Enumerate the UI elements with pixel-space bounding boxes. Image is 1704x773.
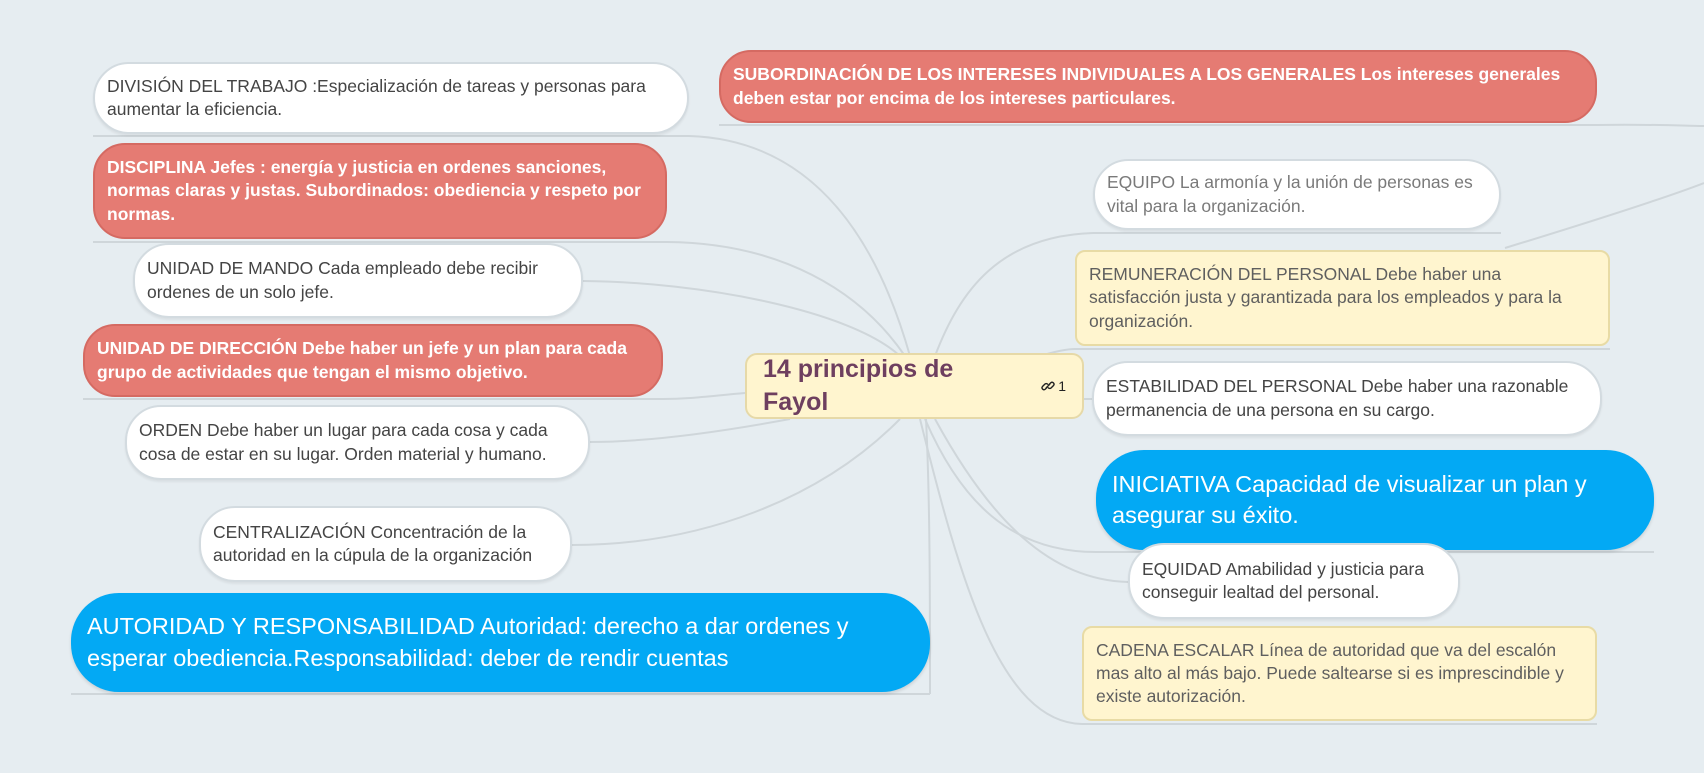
topic-unidad-de-direccion[interactable]: UNIDAD DE DIRECCIÓN Debe haber un jefe y…: [83, 324, 663, 397]
link-count: 1: [1058, 377, 1066, 394]
topic-text: EQUIPO La armonía y la unión de personas…: [1107, 172, 1473, 216]
topic-division-del-trabajo[interactable]: DIVISIÓN DEL TRABAJO :Especialización de…: [93, 62, 689, 134]
topic-iniciativa[interactable]: INICIATIVA Capacidad de visualizar un pl…: [1096, 450, 1654, 550]
topic-unidad-de-mando[interactable]: UNIDAD DE MANDO Cada empleado debe recib…: [133, 243, 583, 318]
topic-remuneracion-del-personal[interactable]: REMUNERACIÓN DEL PERSONAL Debe haber una…: [1075, 250, 1610, 346]
topic-text: SUBORDINACIÓN DE LOS INTERESES INDIVIDUA…: [733, 64, 1561, 108]
topic-subordinacion[interactable]: SUBORDINACIÓN DE LOS INTERESES INDIVIDUA…: [719, 50, 1597, 123]
topic-text: AUTORIDAD Y RESPONSABILIDAD Autoridad: d…: [87, 613, 849, 671]
topic-text: DIVISIÓN DEL TRABAJO :Especialización de…: [107, 75, 646, 119]
topic-disciplina[interactable]: DISCIPLINA Jefes : energía y justicia en…: [93, 143, 667, 239]
topic-text: UNIDAD DE DIRECCIÓN Debe haber un jefe y…: [97, 338, 627, 382]
topic-text: UNIDAD DE MANDO Cada empleado debe recib…: [147, 258, 538, 302]
topic-orden[interactable]: ORDEN Debe haber un lugar para cada cosa…: [125, 405, 590, 480]
topic-equidad[interactable]: EQUIDAD Amabilidad y justicia para conse…: [1128, 543, 1460, 619]
topic-text: REMUNERACIÓN DEL PERSONAL Debe haber una…: [1089, 264, 1562, 331]
topic-text: DISCIPLINA Jefes : energía y justicia en…: [107, 157, 641, 224]
topic-text: CADENA ESCALAR Línea de autoridad que va…: [1096, 639, 1564, 707]
topic-estabilidad-del-personal[interactable]: ESTABILIDAD DEL PERSONAL Debe haber una …: [1092, 361, 1602, 436]
topic-text: ESTABILIDAD DEL PERSONAL Debe haber una …: [1106, 376, 1569, 420]
central-topic-title: 14 principios de Fayol: [763, 354, 954, 416]
link-icon: [1041, 381, 1055, 391]
topic-text: EQUIDAD Amabilidad y justicia para conse…: [1142, 558, 1425, 602]
topic-text: INICIATIVA Capacidad de visualizar un pl…: [1112, 470, 1587, 528]
central-topic[interactable]: 14 principios de Fayol 1: [745, 353, 1084, 419]
link-badge[interactable]: 1: [1041, 377, 1066, 396]
topic-autoridad-y-responsabilidad[interactable]: AUTORIDAD Y RESPONSABILIDAD Autoridad: d…: [71, 593, 930, 692]
topic-text: ORDEN Debe haber un lugar para cada cosa…: [139, 420, 548, 464]
topic-centralizacion[interactable]: CENTRALIZACIÓN Concentración de la autor…: [199, 506, 572, 582]
topic-text: CENTRALIZACIÓN Concentración de la autor…: [213, 521, 533, 565]
topic-equipo[interactable]: EQUIPO La armonía y la unión de personas…: [1093, 159, 1501, 230]
topic-cadena-escalar[interactable]: CADENA ESCALAR Línea de autoridad que va…: [1082, 626, 1597, 721]
